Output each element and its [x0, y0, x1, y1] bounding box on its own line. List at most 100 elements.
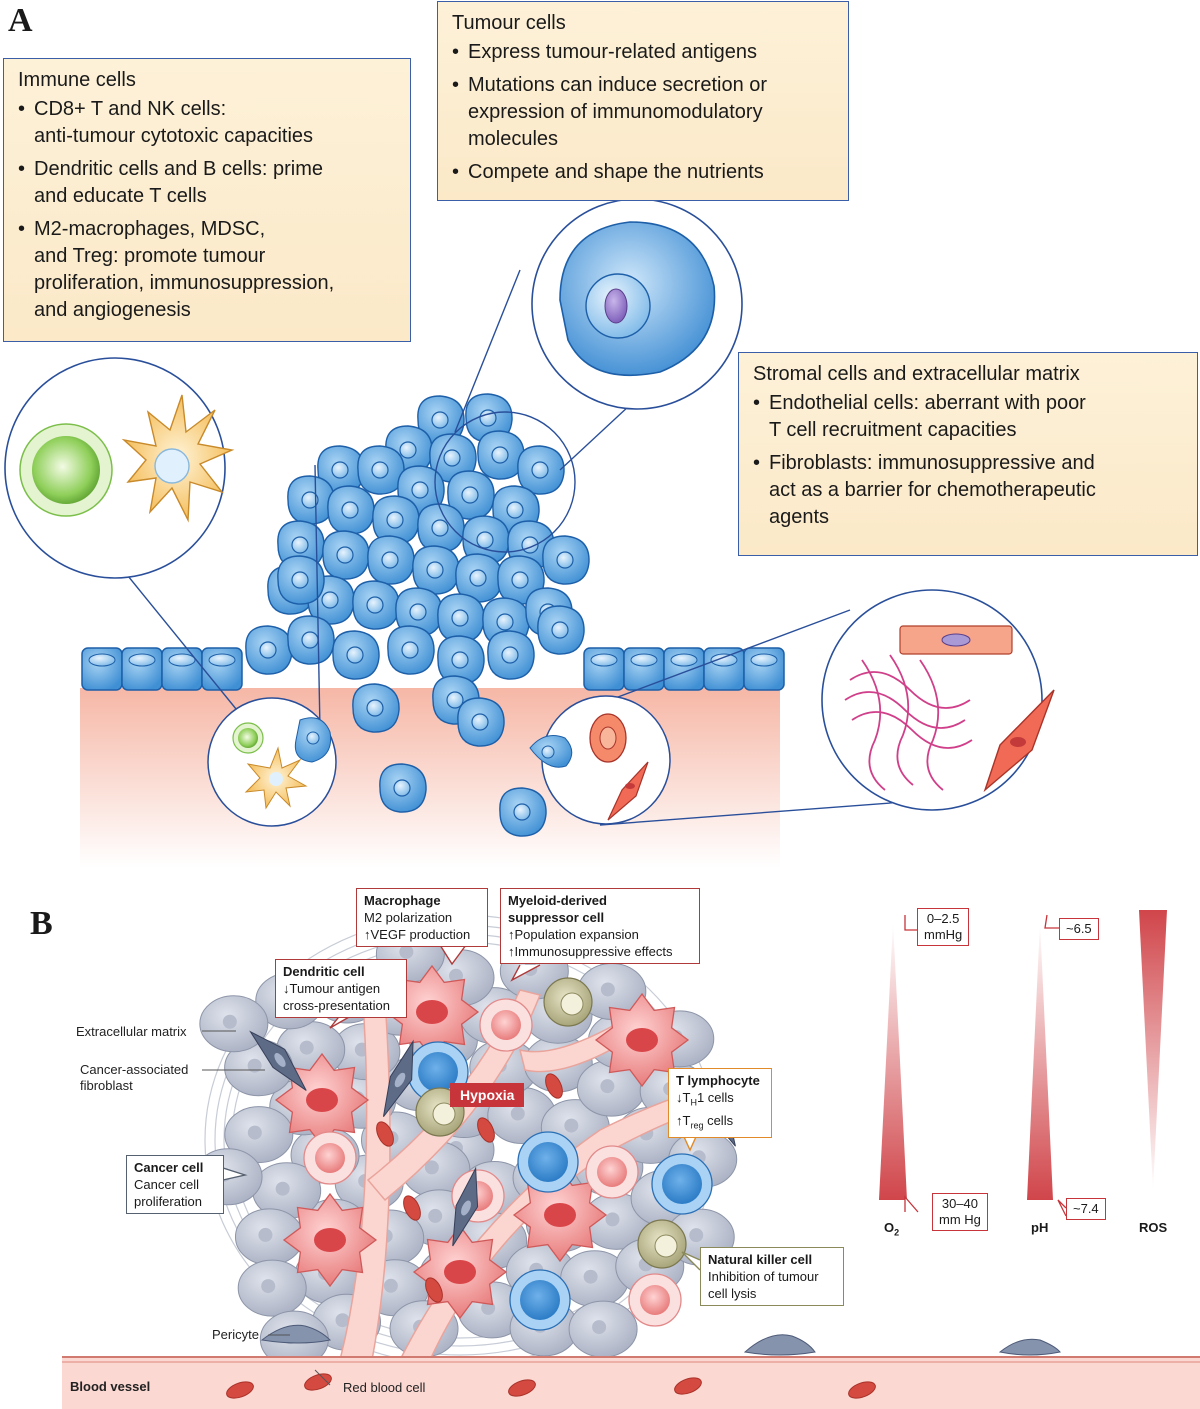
red-blood-cell — [403, 1195, 421, 1221]
tumour-cell — [352, 580, 400, 630]
tumour-item-2: Mutations can induce secretion or expres… — [452, 72, 834, 153]
th1-line: ↓TH1 cells — [676, 1090, 734, 1108]
red-blood-cell — [226, 1381, 254, 1399]
t-lymphocyte-cell — [509, 1269, 571, 1331]
hypoxia-badge: Hypoxia — [450, 1083, 525, 1107]
cancer-cell — [224, 1106, 294, 1164]
natural-killer-cell — [637, 1219, 687, 1269]
macrophage-callout: Macrophage M2 polarization ↑VEGF product… — [356, 888, 488, 947]
macrophage-cell — [282, 1192, 378, 1288]
tumour-cell — [487, 630, 535, 680]
tumour-zoom-circle — [531, 198, 743, 410]
red-blood-cell-label: Red blood cell — [343, 1380, 426, 1395]
tumour-cell — [457, 697, 505, 747]
red-blood-cell — [425, 1277, 443, 1303]
panel-a-illustration — [4, 198, 1055, 868]
tumour-cell — [332, 630, 380, 680]
tumour-cell — [357, 445, 405, 495]
mdsc-cell — [585, 1145, 639, 1199]
red-blood-cell — [508, 1379, 536, 1397]
ecm-label: Extracellular matrix — [76, 1024, 187, 1039]
tumour-highlight-circle — [434, 411, 576, 553]
tumour-cell — [417, 395, 465, 445]
epithelium-right — [583, 647, 785, 691]
stromal-cells-box: Stromal cells and extracellular matrix E… — [738, 352, 1198, 556]
cancer-cell — [237, 1259, 307, 1317]
t-lymphocyte-callout: T lymphocyte ↓TH1 cells ↑Treg cells — [668, 1068, 772, 1139]
treg-line: ↑Treg cells — [676, 1112, 734, 1131]
cancer-cell — [252, 1162, 322, 1220]
red-blood-cell — [848, 1381, 876, 1399]
tumour-cell — [352, 683, 400, 733]
stromal-small-circle — [529, 695, 671, 825]
panel-b-letter: B — [30, 905, 53, 942]
label-leader-lines — [202, 1030, 331, 1386]
red-blood-cell — [674, 1377, 702, 1395]
immune-cells-box: Immune cells CD8+ T and NK cells: anti-t… — [3, 58, 411, 342]
o2-bottom-value: 30–40 mm Hg — [932, 1193, 988, 1231]
cancer-cell — [568, 1300, 638, 1358]
epithelium-left — [81, 647, 243, 691]
immune-item-2: Dendritic cells and B cells: prime and e… — [18, 156, 396, 210]
tumour-cell — [499, 787, 547, 837]
cancer-cell — [199, 995, 269, 1053]
stromal-item-1: Endothelial cells: aberrant with poor T … — [753, 390, 1183, 444]
mdsc-callout: Myeloid-derived suppressor cell ↑Populat… — [500, 888, 700, 964]
stromal-zoom-circle — [821, 589, 1055, 811]
tumour-cell — [387, 625, 435, 675]
ph-label: pH — [1031, 1220, 1049, 1235]
ph-top-value: ~6.5 — [1059, 918, 1099, 940]
tumour-cell — [437, 635, 485, 685]
tumour-cell — [455, 553, 503, 603]
immune-zoom-circle — [4, 357, 235, 579]
panel-a-letter: A — [8, 2, 33, 39]
tumour-cell — [245, 625, 293, 675]
gauge-pointers — [904, 914, 1067, 1217]
tumour-cell — [379, 763, 427, 813]
mdsc-cell — [303, 1131, 357, 1185]
natural-killer-cell — [543, 977, 593, 1027]
macrophage-cell — [412, 1224, 508, 1320]
tumour-cell — [327, 485, 375, 535]
tumour-cell — [537, 605, 585, 655]
extracellular-matrix-fibers — [844, 654, 973, 791]
o2-top-value: 0–2.5 mmHg — [917, 908, 970, 946]
red-blood-cell — [304, 1373, 332, 1391]
cancer-cell-callout: Cancer cell Cancer cell proliferation — [126, 1155, 224, 1214]
tumour-item-3: Compete and shape the nutrients — [452, 159, 834, 186]
pericyte-cells — [260, 1324, 1061, 1356]
stromal-item-2: Fibroblasts: immunosuppressive and act a… — [753, 450, 1183, 531]
red-blood-cell — [545, 1073, 563, 1099]
tumour-cell — [465, 393, 513, 443]
macrophage-cell — [594, 992, 690, 1088]
mdsc-cell — [479, 998, 533, 1052]
blood-vessel — [62, 1357, 1200, 1409]
dendritic-cell-callout: Dendritic cell ↓Tumour antigen cross-pre… — [275, 959, 407, 1018]
ph-bottom-value: ~7.4 — [1066, 1198, 1106, 1220]
stromal-box-title: Stromal cells and extracellular matrix — [753, 363, 1080, 385]
fibroblast-cell — [249, 1030, 307, 1091]
t-lymphocyte-cell — [651, 1153, 713, 1215]
tumour-cells-box: Tumour cells Express tumour-related anti… — [437, 1, 849, 201]
ph-gauge — [1027, 922, 1053, 1200]
tumour-box-title: Tumour cells — [452, 12, 566, 34]
tumour-cell — [277, 555, 325, 605]
macrophage-cell — [512, 1167, 608, 1263]
immune-item-3: M2-macrophages, MDSC, and Treg: promote … — [18, 216, 396, 324]
tumour-cell — [542, 535, 590, 585]
tumour-cell — [372, 495, 420, 545]
t-lymphocyte-cell — [517, 1131, 579, 1193]
blood-vessel-label: Blood vessel — [70, 1379, 151, 1394]
immune-box-title: Immune cells — [18, 69, 136, 91]
red-blood-cell — [477, 1117, 495, 1143]
natural-killer-callout: Natural killer cell Inhibition of tumour… — [700, 1247, 844, 1306]
macrophage-cell — [384, 964, 480, 1060]
ros-gauge — [1139, 910, 1167, 1190]
ros-label: ROS — [1139, 1220, 1168, 1235]
o2-gauge — [879, 922, 907, 1200]
tumour-item-1: Express tumour-related antigens — [452, 39, 834, 66]
o2-label: O2 — [884, 1220, 900, 1238]
caf-label: Cancer-associated fibroblast — [80, 1062, 189, 1093]
mdsc-cell — [628, 1273, 682, 1327]
